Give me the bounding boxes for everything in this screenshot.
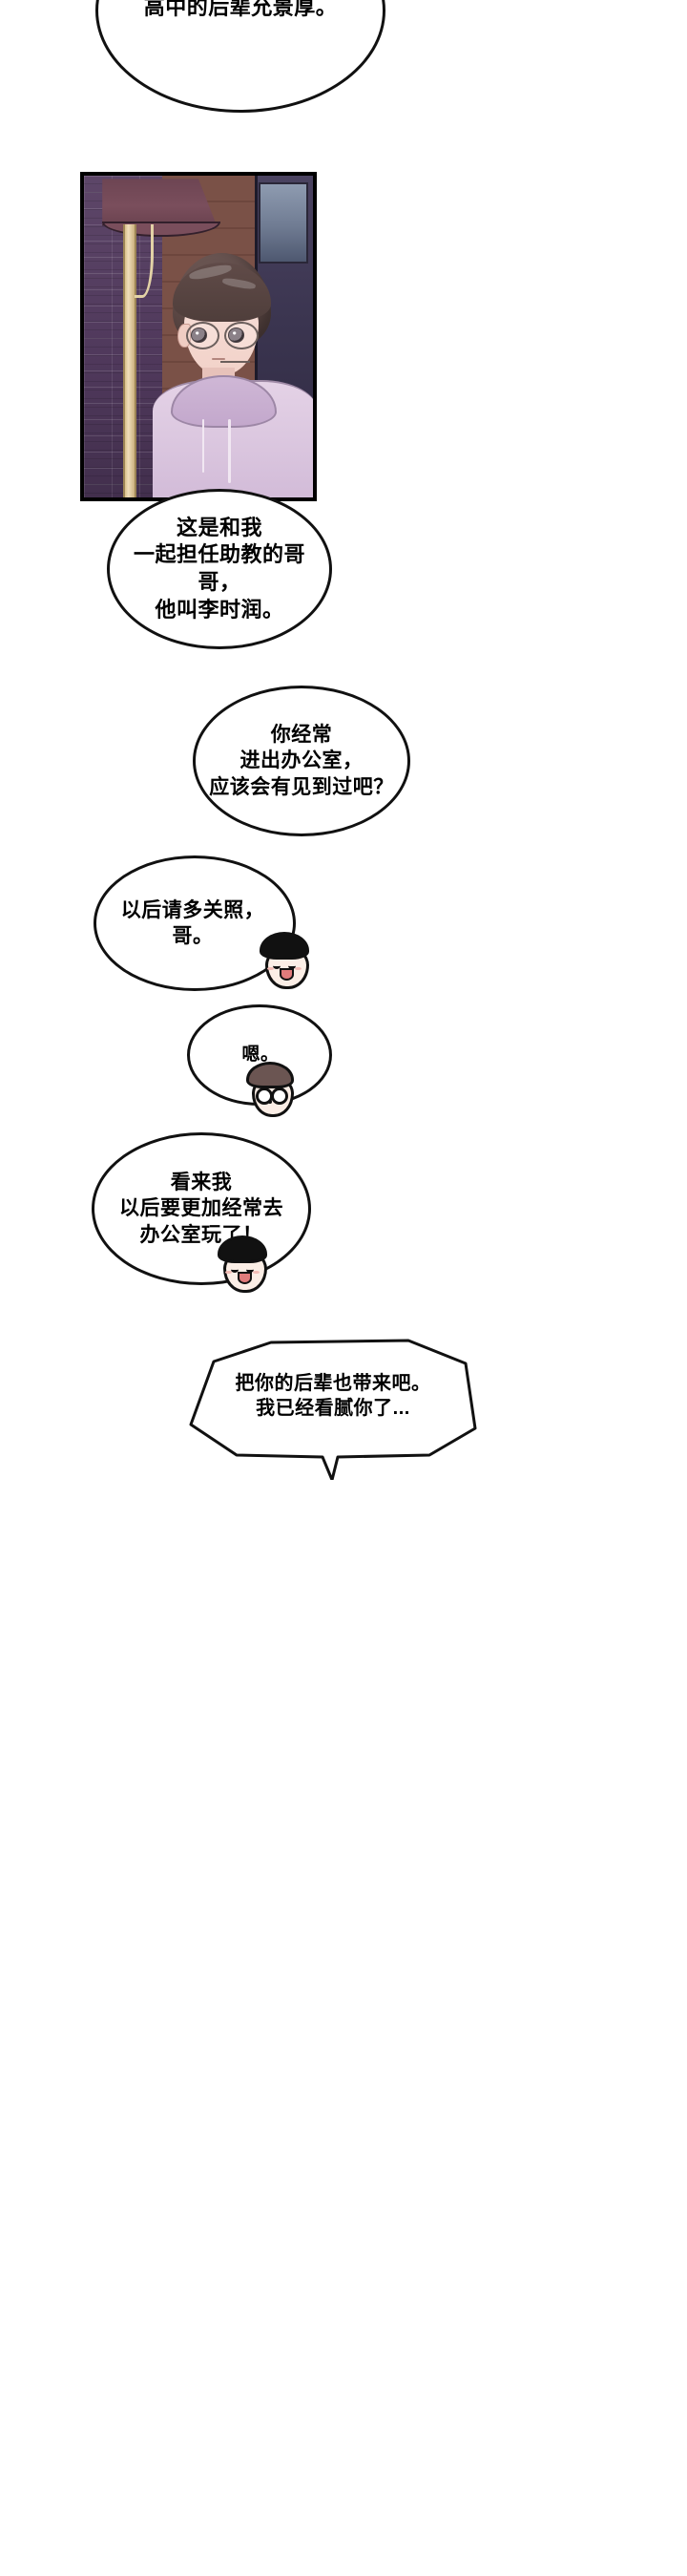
jagged-bubble-shape — [189, 1339, 477, 1480]
bubble-text: 把你的后辈也带来吧。 我已经看腻你了... — [235, 1372, 431, 1419]
hoodie-drawstring-right — [228, 419, 231, 483]
hoodie-hood — [171, 374, 278, 429]
bubble-text: 以后请多关照， 哥。 — [120, 898, 265, 947]
chibi-hair — [218, 1235, 267, 1264]
character-junior — [153, 252, 313, 497]
chibi-glasses-right — [271, 1087, 288, 1105]
chibi-eye-left — [230, 1266, 239, 1274]
chibi-eye-right — [288, 962, 297, 970]
speech-bubble-intro-junior: 这是我 高中的后辈允景厚。 — [95, 0, 385, 113]
chibi-eye-right — [246, 1266, 255, 1274]
character-eye-right — [227, 327, 245, 344]
glasses-bridge — [219, 360, 250, 363]
hoodie-drawstring-left — [201, 419, 205, 474]
speech-bubble-office-question: 你经常 进出办公室， 应该会有见到过吧？ — [193, 686, 410, 836]
character-eye-left — [190, 327, 208, 344]
chibi-head-glasses-brown-hair — [246, 1062, 294, 1117]
chibi-hair — [260, 932, 309, 961]
chibi-cheek-right — [253, 1270, 260, 1275]
chibi-cheek-left — [267, 966, 274, 971]
character-fringe — [172, 263, 272, 322]
chibi-cheek-right — [295, 966, 302, 971]
lamp-pole — [122, 223, 136, 497]
bubble-text: 嗯。 — [241, 1044, 280, 1065]
bubble-text: 这是和我 一起担任助教的哥哥， 他叫李时润。 — [133, 515, 305, 622]
character-glasses — [185, 321, 259, 350]
lamp-cord — [134, 223, 154, 298]
speech-bubble-intro-brother: 这是和我 一起担任助教的哥哥， 他叫李时润。 — [107, 489, 332, 649]
chibi-head-black-hair-grinning — [218, 1235, 267, 1293]
chibi-head-black-hair-smiling — [260, 932, 309, 989]
bubble-text: 这是我 高中的后辈允景厚。 — [143, 0, 338, 20]
speech-bubble-visit-office-more: 看来我 以后要更加经常去 办公室玩了！ — [92, 1132, 311, 1285]
chibi-mouth — [237, 1272, 253, 1285]
window-shape — [259, 181, 309, 264]
chibi-cheek-left — [225, 1270, 232, 1275]
speech-bubble-bring-junior: 把你的后辈也带来吧。 我已经看腻你了... — [179, 1337, 487, 1480]
main-art-panel — [80, 172, 317, 501]
bubble-text: 你经常 进出办公室， 应该会有见到过吧？ — [209, 724, 394, 798]
character-mouth — [212, 358, 226, 361]
speech-bubble-nice-to-meet-you: 以后请多关照， 哥。 — [94, 855, 296, 991]
chibi-eye-left — [272, 962, 281, 970]
chibi-hair — [246, 1062, 294, 1089]
chibi-nose — [268, 1099, 272, 1104]
lamp-shade — [102, 179, 218, 226]
chibi-mouth — [279, 968, 295, 982]
bubble-text-wrap: 把你的后辈也带来吧。 我已经看腻你了... — [179, 1337, 487, 1480]
